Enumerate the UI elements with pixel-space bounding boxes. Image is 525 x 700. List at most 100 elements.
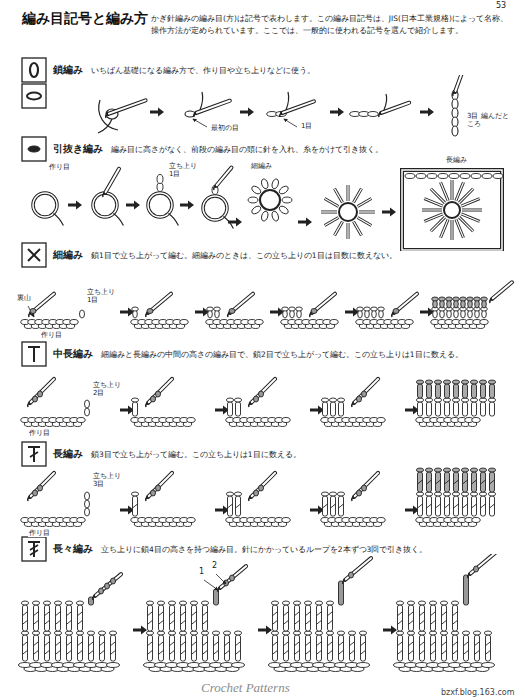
stitch-loop [434,492,441,496]
post-bar [442,612,447,616]
hook-shaft [216,168,231,186]
stitch-loop [250,205,262,216]
stitch-loop [168,631,175,635]
symbol-box [22,342,46,366]
step-arrow [133,626,147,635]
stitch-loop [429,601,436,605]
stitch-post [463,384,468,398]
post-bar [203,620,208,624]
post-bar [225,642,230,646]
stitch-loop [234,631,241,635]
stitch-post [323,402,328,416]
stitch-loop [377,518,385,523]
stitch-post [358,218,372,226]
callout-label: 作り目 [48,163,71,171]
post-bar [454,480,459,484]
post-bar [34,620,39,624]
callout-label: 作り目 [28,429,51,437]
post-bar [317,612,322,616]
step-arrow [120,506,134,515]
symbol-box [22,84,46,108]
stitch-loop [330,320,338,325]
stitch-post-inner [358,199,372,207]
stitch-loop [461,380,468,384]
post-bar [273,650,278,654]
stitch-post [398,635,403,661]
stitch-loop [438,174,448,179]
stitch-loop [226,398,233,402]
post-bar [159,620,164,624]
stitch-loop [429,631,436,635]
stitch-loop [151,490,156,496]
stitch-loop [452,468,459,472]
stitch-loop [488,398,495,402]
post-bar [453,612,458,616]
stitch-post-inner [347,185,348,201]
hook-shaft-inner [252,473,275,496]
stitch-post-inner [325,218,339,226]
hook-tip [103,193,105,197]
stitch-name: 長編み [52,448,84,459]
stitch-loop [224,580,229,586]
post-bar [100,642,105,646]
post-bar [203,612,208,616]
stitch-loop [488,492,495,496]
hook-shaft [30,379,54,403]
hook-shaft [251,473,275,497]
post-bar [409,650,414,654]
stitch-loop [157,175,163,184]
step-arrow [310,506,324,515]
stitch-post [451,220,454,240]
callout-label: 3目 編んだところ [466,112,516,129]
hook-shaft-inner [106,169,120,192]
stitch-loop [85,500,90,508]
stitch-post [67,605,72,631]
post-bar [398,642,403,646]
watermark: Crochet Patterns [200,680,291,696]
stitch-post-inner [358,218,372,226]
stitch-ring [444,202,460,218]
hook-tip [146,313,148,317]
post-bar [442,650,447,654]
hook-tip [218,588,220,592]
stitch-post [472,472,477,492]
post-bar [472,504,477,508]
stitch-loop [168,601,175,605]
post-bar [490,504,495,508]
post-bar [431,612,436,616]
post-bar [192,612,197,616]
stitch-loop [470,398,477,402]
stitch-loop [425,492,432,496]
stitch-loop [223,631,230,635]
post-bar [398,612,403,616]
post-bar [34,612,39,616]
stitch-loop [461,492,468,496]
stitch-loop [250,185,262,196]
stitch-loop [418,601,425,605]
stitch-post [481,472,486,492]
step-arrow [310,406,324,415]
stitch-post [418,496,423,516]
stitch-post [228,496,233,516]
post-bar [100,650,105,654]
stitch-loop [425,380,432,384]
stitch-loop [21,631,28,635]
hook-shaft [95,574,121,596]
symbol-box [22,243,46,267]
stitch-loop [452,398,459,402]
stitch-post [490,402,495,416]
stitch-loop [76,601,83,605]
stitch-post-inner [456,219,464,237]
stitch-loop [481,297,488,301]
step-arrow [258,626,272,635]
stitch-post [462,209,482,212]
stitch-loop [416,380,423,384]
stitch-loop [38,485,43,491]
stitch-post [78,605,83,631]
post-bar [306,612,311,616]
stitch-post [427,472,432,492]
step-arrow [228,218,242,227]
stitch-symbol-slash [30,545,38,550]
yarn-strand [200,92,203,110]
stitch-loop [472,518,480,523]
